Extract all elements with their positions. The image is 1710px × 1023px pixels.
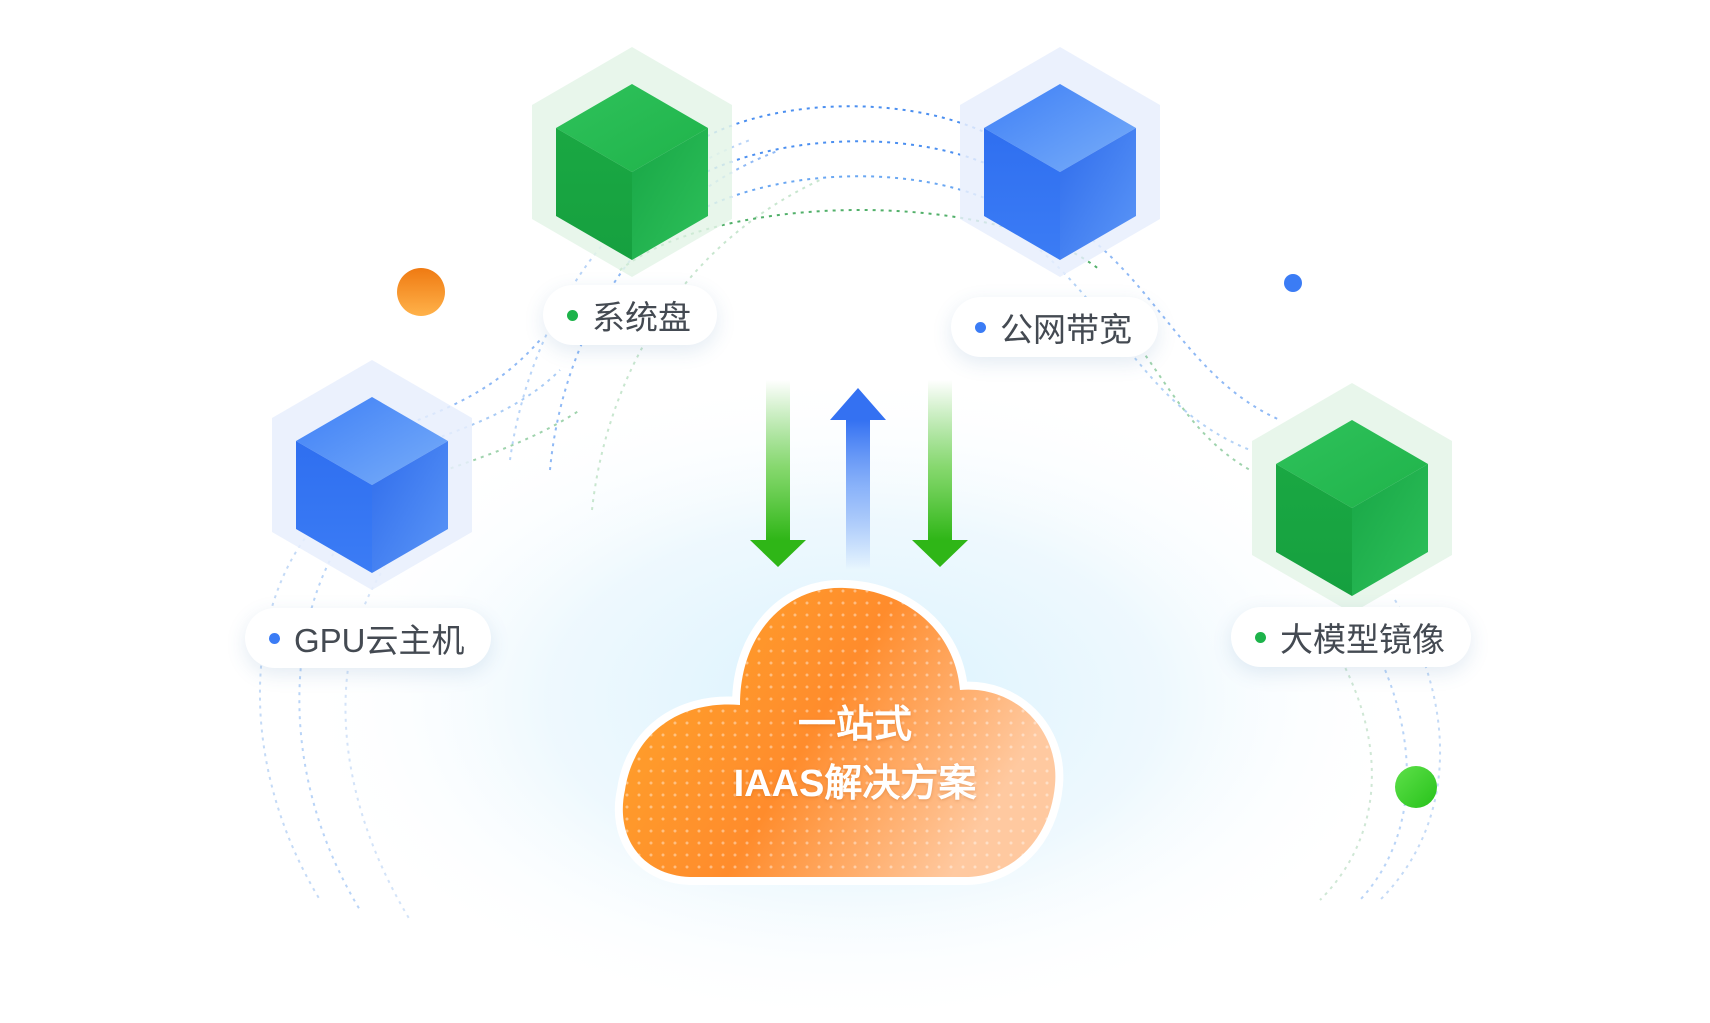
arrow-down-icon: [750, 380, 806, 567]
dot-icon: [975, 321, 986, 333]
node-label-text: 大模型镜像: [1280, 621, 1445, 658]
node-label-large-model-image: 大模型镜像: [1231, 607, 1471, 667]
cube-icon: [272, 360, 472, 590]
center-title-line2: IAAS解决方案: [733, 763, 977, 805]
cube-icon: [1252, 383, 1452, 613]
node-label-text: 系统盘: [592, 299, 691, 336]
node-label-text: 公网带宽: [1000, 311, 1132, 348]
cube-icon: [960, 47, 1160, 277]
node-label-public-bandwidth: 公网带宽: [951, 297, 1158, 357]
decorative-orb-blue: [1284, 274, 1302, 292]
arrow-down-icon: [912, 380, 968, 567]
decorative-orb-green: [1395, 766, 1437, 808]
cube-icon: [532, 47, 732, 277]
center-title-line1: 一站式: [797, 704, 912, 746]
node-label-gpu-cloud-host: GPU云主机: [245, 608, 491, 668]
decorative-orb-orange: [397, 268, 445, 316]
node-label-system-disk: 系统盘: [543, 285, 717, 345]
dot-icon: [567, 309, 578, 321]
dot-icon: [1255, 631, 1266, 643]
arrow-up-icon: [830, 388, 886, 570]
dot-icon: [269, 632, 280, 644]
node-label-text: GPU云主机: [294, 622, 465, 659]
